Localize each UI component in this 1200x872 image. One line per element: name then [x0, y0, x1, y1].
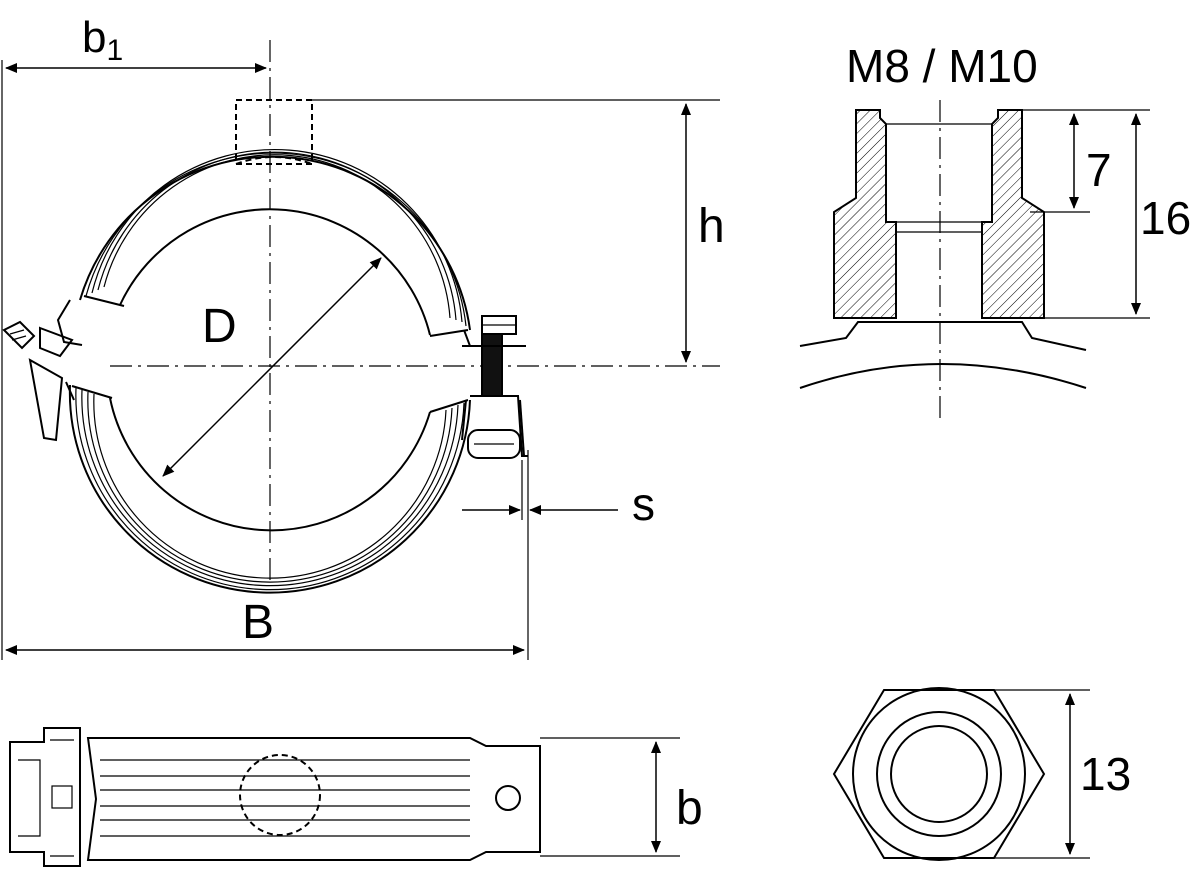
insert-base-profile: [799, 321, 1087, 351]
ring-lower-right-end: [429, 399, 469, 413]
label-7: 7: [1086, 144, 1112, 196]
ring-lower-band-2: [81, 389, 459, 587]
screw-head: [467, 429, 521, 459]
ring-upper-inner: [119, 208, 431, 336]
ring-lower-inner: [109, 397, 431, 532]
label-b1: b1: [82, 13, 123, 67]
insert-left-wall: [833, 109, 897, 319]
right-screw-assembly: [461, 315, 528, 459]
ring-upper-outer: [79, 155, 471, 331]
threaded-boss-top-hidden: [239, 754, 321, 836]
screw-hole: [495, 785, 521, 811]
ring-upper-right-end: [429, 329, 469, 337]
ring-upper-band-4: [103, 154, 451, 319]
label-B: B: [242, 596, 274, 649]
hex-chamfer-circle: [852, 687, 1026, 861]
ring-lower-outer: [68, 384, 471, 594]
ring-upper-band-3: [97, 151, 457, 321]
hinge-end: [9, 727, 81, 867]
label-thread: M8 / M10: [846, 40, 1038, 92]
label-16: 16: [1140, 192, 1191, 244]
hex-outline: [832, 689, 1046, 859]
clamp-front-view: b1 h D s B: [1, 13, 725, 660]
threaded-boss-base: [235, 156, 313, 165]
left-hinge: [2, 299, 83, 442]
ring-lower-band-3: [87, 391, 453, 583]
label-D: D: [202, 300, 237, 353]
ring-lower-band-1: [75, 387, 465, 591]
ring-lower-left-end: [71, 385, 113, 399]
label-s: s: [632, 478, 655, 530]
ring-upper-band-2: [91, 148, 463, 323]
clamp-bottom-view: b: [9, 727, 703, 867]
label-h: h: [698, 200, 725, 253]
label-13: 13: [1080, 748, 1131, 800]
hex-nut-view: 13: [832, 687, 1131, 861]
ring-upper-left-end: [83, 295, 125, 307]
insert-outer-circle: [876, 711, 1002, 837]
insert-inner-circle: [890, 725, 988, 823]
clamp-body-outline: [86, 737, 541, 861]
screw-shaft: [481, 333, 503, 397]
insert-section-view: M8 / M10 7 16: [799, 40, 1191, 420]
ring-lower-band-4: [93, 393, 447, 579]
ring-upper-band-1: [85, 152, 467, 327]
label-b: b: [676, 782, 703, 835]
dim-D: [162, 257, 382, 477]
insert-base-curve: [799, 363, 1087, 389]
insert-right-wall: [981, 109, 1045, 319]
